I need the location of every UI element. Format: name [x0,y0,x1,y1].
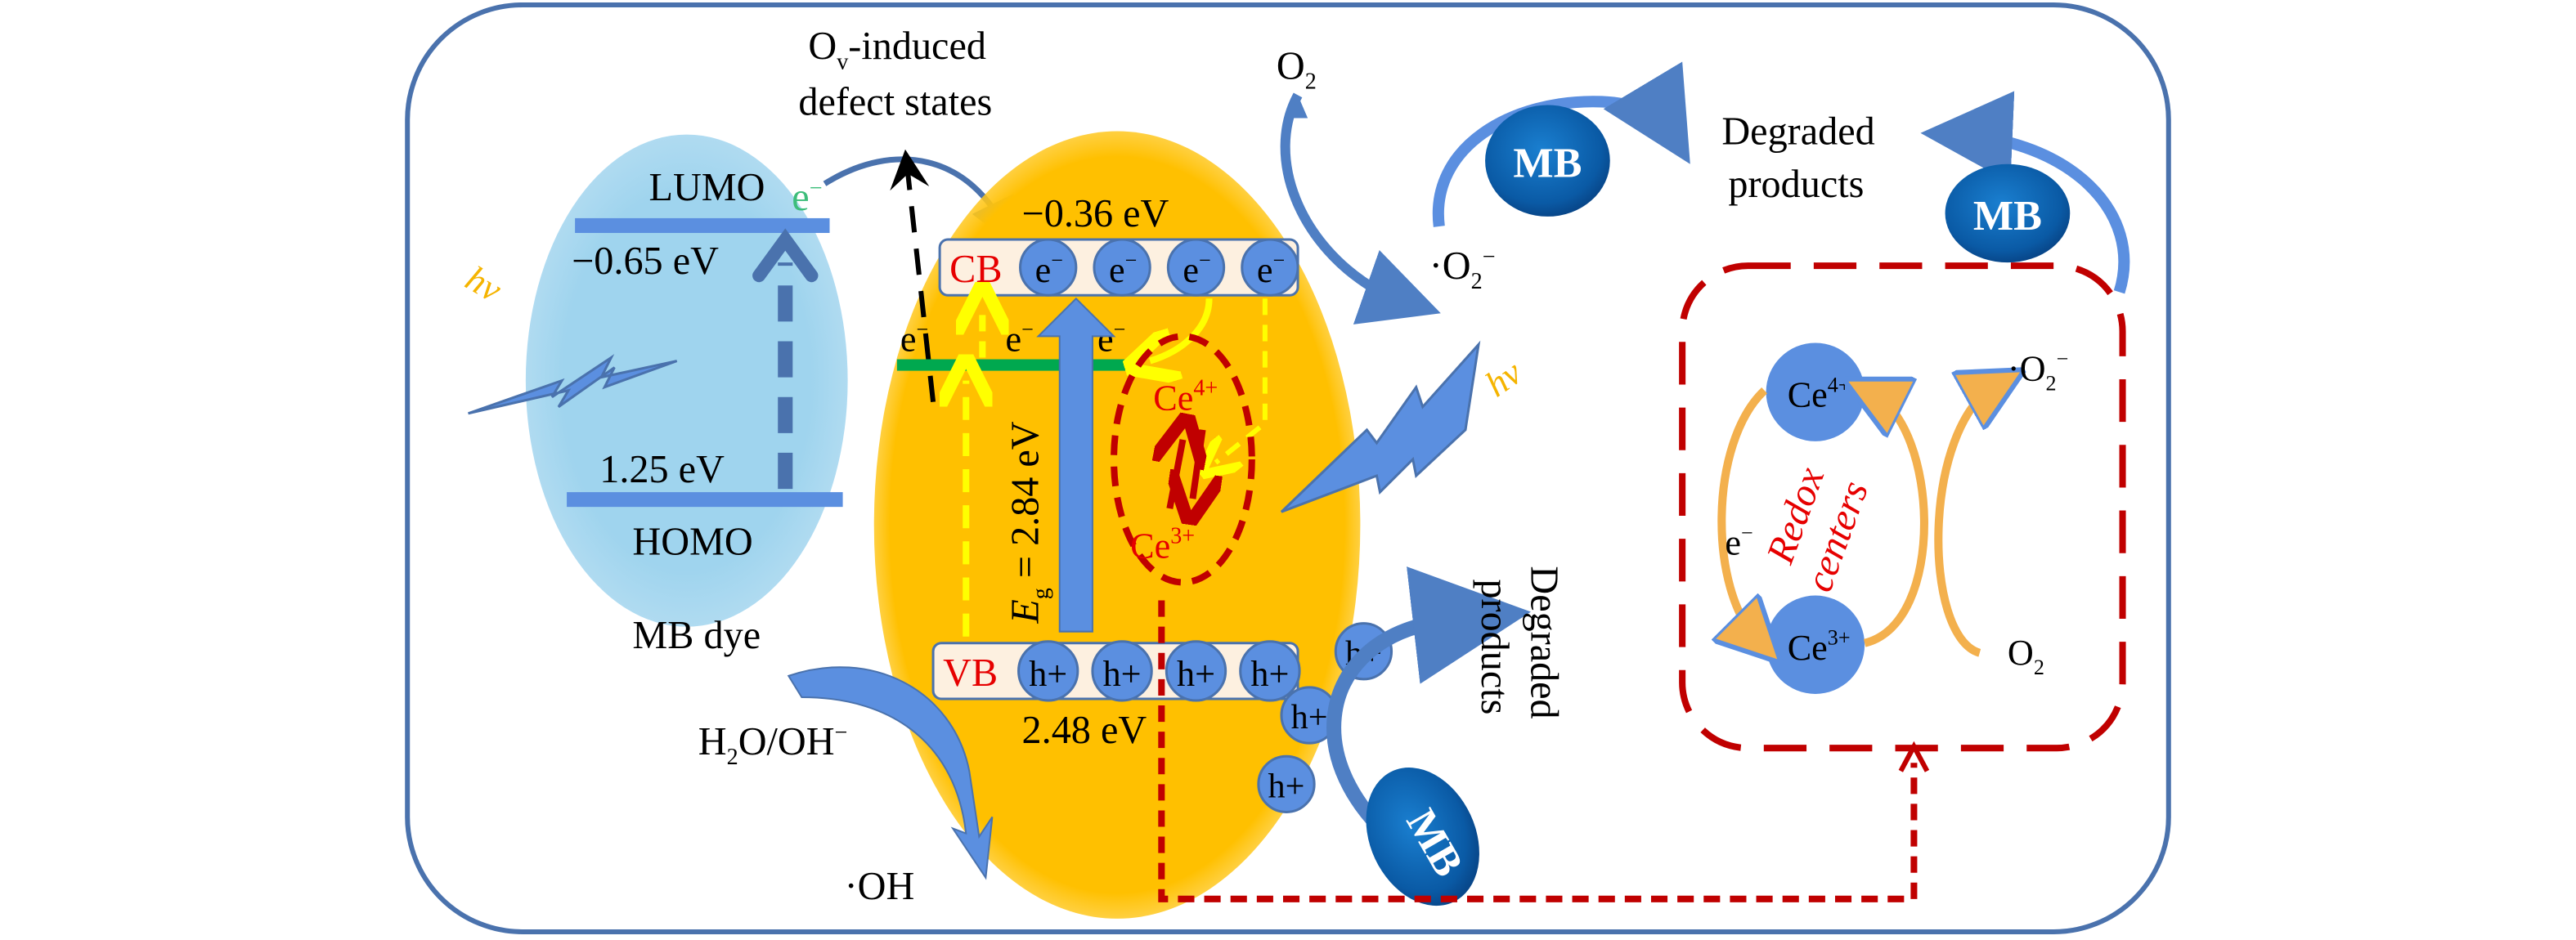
water-label: H2O/OH− [698,720,848,770]
cb-electron-label: e− [1257,248,1285,290]
homo-level-bar [567,492,843,508]
vb-hole-circle [1239,640,1301,702]
degraded-top-line1: Degraded [1721,110,1874,154]
vb-hole-circle [1091,640,1153,702]
ce-oxidation-arrow [1192,429,1202,499]
degraded-mid-label: Degradedproducts [1473,566,1565,718]
vb-hole-circle [1165,640,1227,702]
defect-electron-label: e− [1005,317,1033,359]
yellow-arrow-cb-to-ce [1216,298,1268,463]
cb-electron-label: e− [1183,248,1210,290]
cb-electron-circle [1241,238,1299,297]
homo-label: HOMO [632,520,752,563]
cb-electron-label: e− [1035,248,1063,290]
free-hole-label: h+ [1291,698,1328,736]
cb-electron-circle [1019,238,1078,297]
vb-hole-label: h+ [1029,654,1067,694]
ov-defect-label-line2: defect states [798,81,992,124]
lumo-level-bar [575,217,830,233]
free-hole-circle [1257,754,1316,813]
cb-label: CB [949,248,1002,291]
mb-right-degradation-arrow [1920,91,2130,294]
hv-right-label: hv [1478,352,1529,405]
light-bolt-right-icon [1280,340,1481,513]
cb-electron-circle [1166,238,1226,297]
mb-top-degradation-arrow [1432,61,1690,227]
mb-dye-caption: MB dye [632,614,761,657]
lumo-label: LUMO [649,166,765,209]
degraded-top-line2: products [1728,163,1864,206]
redox-ce3-label: Ce3+ [1788,626,1851,668]
lumo-energy: −0.65 eV [572,239,719,283]
cb-energy: −0.36 eV [1022,192,1169,235]
mb-molecule-right [1945,163,2071,263]
redox-ce3-to-ce4-arrow [1865,394,1928,647]
dye-excitation-arrowhead-icon [752,228,819,283]
redox-centers-label: Redoxcenters [1754,459,1877,597]
redox-superoxide-label: ·O2− [2008,347,2068,396]
redox-o2-label: O2 [2008,633,2044,679]
redox-electron-label: e− [1725,521,1752,562]
redox-ce4-to-ce3-arrow [1721,387,1764,640]
superoxide-arrow-tail [1288,95,1308,119]
vb-label: VB [943,651,998,695]
ce-to-redox-connector [1158,600,1918,902]
light-bolt-left-icon [468,354,678,415]
vb-hole-circle [1017,640,1079,702]
superoxide-top-label: ·O2− [1429,244,1496,294]
defect-level-line [896,359,1139,371]
mb-right-label: MB [1973,192,2042,239]
ce-redox-ellipse [1111,333,1255,586]
redox-o2-to-superoxide-arrow [1934,386,1996,657]
mb-molecule-bottom [1366,768,1479,906]
redox-ce3-circle [1766,595,1865,694]
defect-electron-label: e− [900,317,928,359]
redox-panel [1679,262,2126,752]
hydroxyl-formation-arrow [787,666,994,880]
vb-energy: 2.48 eV [1022,709,1147,752]
cb-electron-label: e− [1109,248,1137,290]
outer-frame [405,2,2171,934]
ov-defect-label-line1: Ov-induced [808,25,986,74]
hv-left-label: hv [459,258,509,310]
cb-electron-circle [1093,238,1151,297]
bandgap-label: Eg = 2.84 eV [1004,421,1054,624]
o2-top-label: O2 [1277,44,1317,94]
cb-electrons: e− e− e− e− [1019,238,1299,297]
homo-energy: 1.25 eV [599,448,725,491]
vb-holes: h+ h+ h+ h+ [1017,640,1301,702]
mb-molecule-top [1485,105,1610,217]
superoxide-formation-arrow [1280,92,1441,325]
bandgap-excitation-arrow [1036,297,1116,633]
vb-hole-label: h+ [1177,654,1215,694]
hydroxyl-label: ·OH [845,865,915,908]
vb-hole-label: h+ [1103,654,1142,694]
free-hole-label: h+ [1268,767,1305,805]
lumo-electron: e− [792,176,822,219]
vb-hole-label: h+ [1250,654,1289,694]
mb-top-label: MB [1513,140,1582,187]
